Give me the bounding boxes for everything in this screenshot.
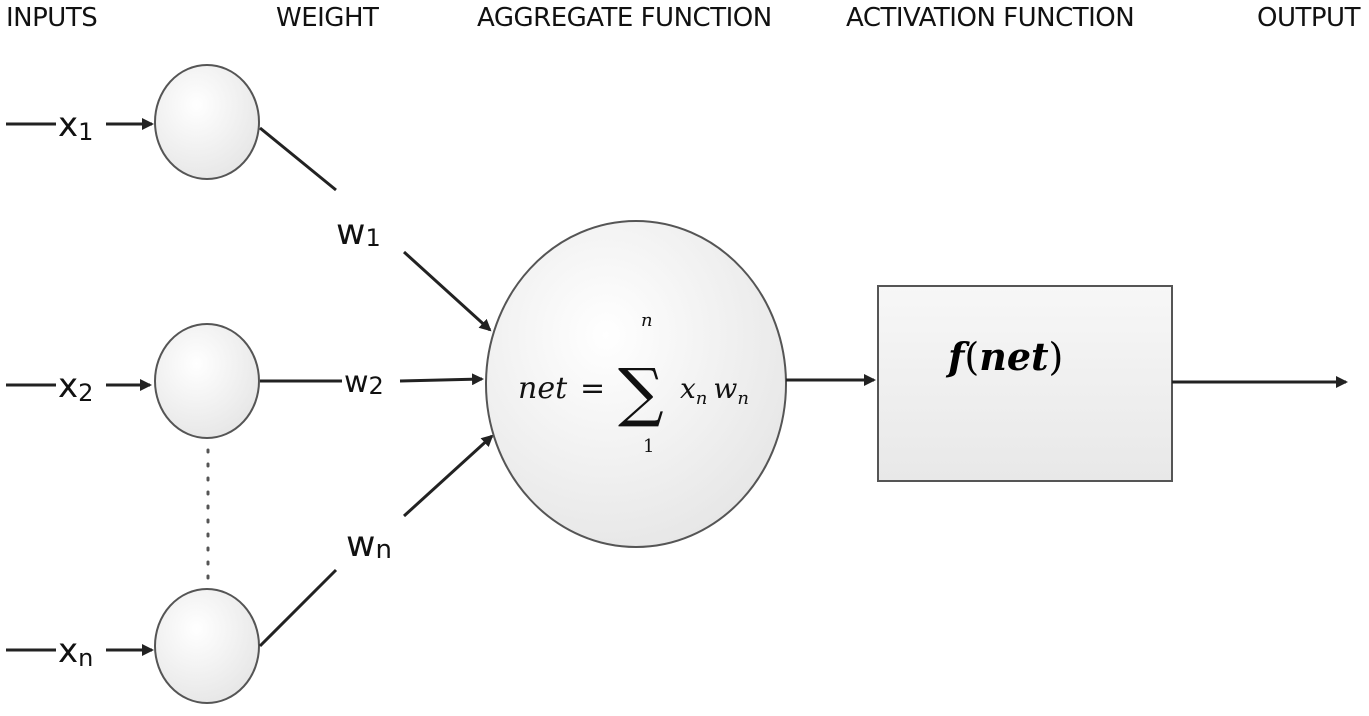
aggregate-upper-limit: n [641, 310, 653, 331]
weight-connection-1 [259, 126, 337, 192]
weight-label-1: w1 [336, 212, 381, 253]
header-activation-function: ACTIVATION FUNCTION [846, 3, 1134, 33]
aggregate-sigma: ∑ [618, 356, 664, 430]
input-label-n: xn [58, 631, 93, 672]
header-weight: WEIGHT [276, 3, 379, 33]
aggregate-net: net [518, 371, 568, 406]
weight-connection-n-arrow [402, 434, 494, 518]
activation-box [877, 285, 1173, 482]
weight-label-n: wn [346, 524, 392, 565]
weight-connection-n [258, 568, 338, 648]
weight-connection-1-arrow [402, 250, 492, 332]
activation-formula: f(net) [945, 334, 1063, 379]
input-label-1: x1 [58, 105, 93, 146]
header-output: OUTPUT [1257, 3, 1361, 33]
input-node-n [154, 588, 260, 704]
header-inputs: INPUTS [6, 3, 97, 33]
input-node-1 [154, 64, 260, 180]
aggregate-equals: = [580, 371, 605, 406]
input-label-2: x2 [58, 366, 93, 407]
header-aggregate-function: AGGREGATE FUNCTION [477, 3, 772, 33]
aggregate-lower-limit: 1 [643, 436, 654, 457]
input-node-2 [154, 323, 260, 439]
weight-connection-2-arrow [399, 373, 484, 386]
weight-label-2: w2 [344, 365, 384, 400]
aggregate-node [485, 220, 787, 548]
